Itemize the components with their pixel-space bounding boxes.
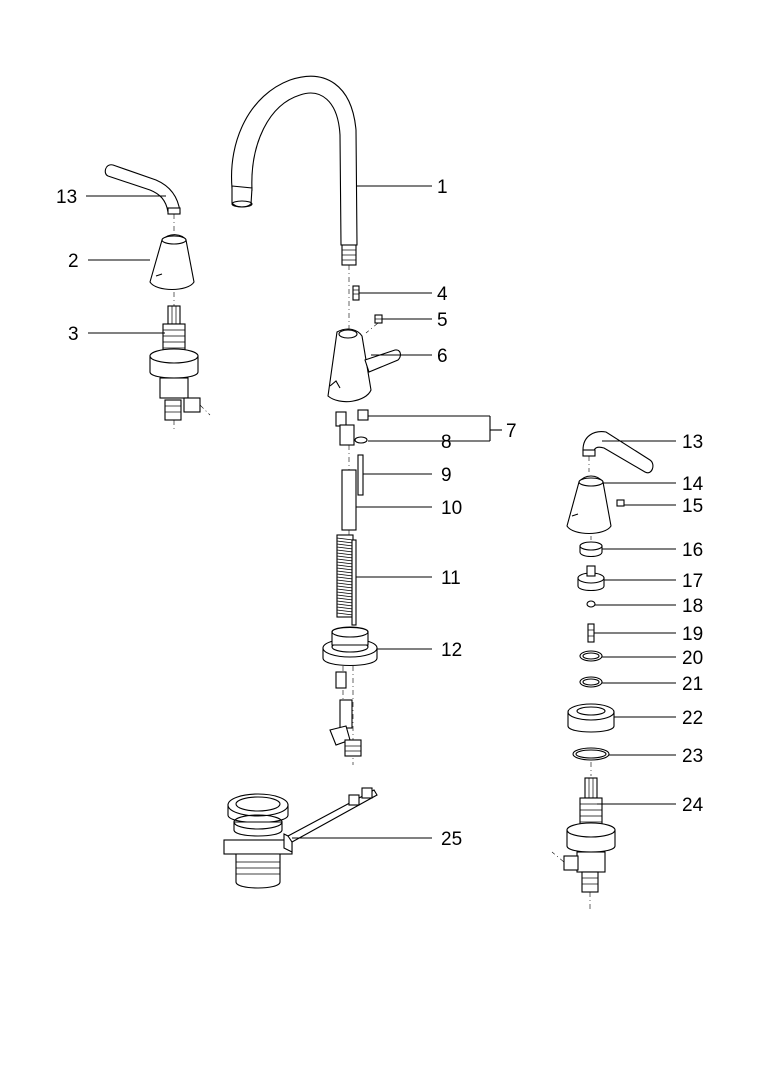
callout-25: 25: [441, 829, 462, 850]
rod-part: [357, 454, 364, 496]
callout-11: 11: [441, 568, 461, 589]
callout-20: 20: [682, 648, 703, 669]
callout-labels: 1 2 3 4 5 6 7 8 9 10 11 12 13 13 14 15 1…: [56, 177, 704, 850]
set-screw-part: [352, 285, 360, 301]
adapter-part: [577, 565, 605, 592]
callout-12: 12: [441, 640, 462, 661]
lever-body-part: [327, 328, 401, 403]
callout-15: 15: [682, 496, 703, 517]
right-handle-part: [582, 431, 654, 474]
left-cap-part: [149, 234, 195, 291]
callout-16: 16: [682, 540, 703, 561]
spout-part: [230, 75, 358, 266]
o-ring-part: [579, 650, 603, 662]
pop-up-waste-part: [223, 787, 378, 889]
callout-19: 19: [682, 624, 703, 645]
callout-9: 9: [441, 465, 452, 486]
lower-connectors: [329, 666, 362, 765]
callout-23: 23: [682, 746, 703, 767]
leader-lines: [86, 185, 676, 839]
callout-22: 22: [682, 708, 703, 729]
spindle-screw-part: [587, 623, 595, 643]
callout-7: 7: [506, 421, 517, 442]
callout-6: 6: [437, 346, 448, 367]
small-ring-part: [586, 600, 596, 608]
callout-8: 8: [441, 432, 452, 453]
circlip-part: [579, 676, 603, 688]
callout-14: 14: [682, 474, 704, 495]
sleeve-part: [579, 541, 603, 558]
callout-13-left: 13: [56, 187, 77, 208]
callout-18: 18: [682, 596, 703, 617]
nut-part: [567, 703, 615, 733]
screw-part: [374, 314, 383, 324]
callout-2: 2: [68, 251, 79, 272]
callout-24: 24: [682, 795, 704, 816]
fixing-ring-part: [322, 626, 378, 666]
callout-13-right: 13: [682, 432, 703, 453]
callout-1: 1: [437, 177, 448, 198]
connection-tube-part: [341, 469, 357, 531]
callout-5: 5: [437, 310, 448, 331]
callout-21: 21: [682, 674, 703, 695]
grub-screw-part: [616, 499, 625, 507]
right-cap-part: [566, 475, 612, 535]
spring-hose-part: [336, 534, 357, 626]
callout-10: 10: [441, 498, 462, 519]
washer-part: [572, 747, 610, 761]
right-valve-body-part: [563, 777, 616, 893]
callout-3: 3: [68, 324, 79, 345]
left-handle-part: [104, 164, 181, 215]
valve-cartridge-part: [335, 409, 369, 446]
left-valve-body-part: [149, 305, 201, 421]
callout-17: 17: [682, 571, 703, 592]
callout-4: 4: [437, 284, 448, 305]
